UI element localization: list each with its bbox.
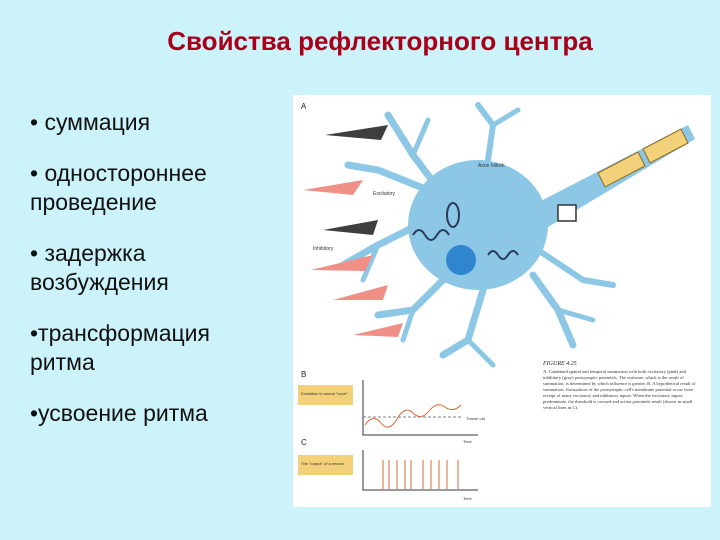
soma: [408, 160, 548, 290]
label-inhibitory: Inhibitory: [313, 246, 334, 252]
inhibitory-terminals: [323, 125, 388, 235]
panel-label-c: C: [301, 438, 307, 447]
myelin-sheath: [597, 128, 689, 188]
neuron-illustration: A B C Excitatory Inhibitory Axon hillock…: [298, 102, 696, 501]
bullet-list: • суммация • одностороннее проведение • …: [30, 108, 280, 450]
panel-label-b: B: [301, 370, 306, 379]
recording-meter-icon: [557, 204, 577, 222]
bullet-one-way-conduction: • одностороннее проведение: [30, 160, 207, 215]
graph-b-axes: [362, 380, 478, 436]
bullet-excitation-delay: • задержка возбуждения: [30, 240, 169, 295]
membrane-potential-trace: [364, 404, 462, 428]
box-c-label: The "output" of a neuron: [301, 461, 344, 466]
graph-c-axes: [362, 450, 478, 491]
excitatory-terminals: [303, 180, 403, 337]
caption-body: A. Combined spatial and temporal summati…: [543, 369, 696, 410]
bullet-rhythm-transformation: •трансформация ритма: [30, 320, 210, 375]
caption-text: A. Combined spatial and temporal summati…: [543, 369, 696, 410]
nucleus: [446, 245, 476, 275]
label-excitatory: Excitatory: [373, 191, 395, 197]
bullet-rhythm-assimilation: •усвоение ритма: [30, 400, 208, 426]
organelles: [412, 202, 519, 260]
action-potential-spikes: [382, 460, 459, 489]
neuron-figure: A B C Excitatory Inhibitory Axon hillock…: [293, 95, 711, 507]
box-b-label: Excitation in neural "court": [301, 391, 348, 396]
box-c: [298, 455, 353, 475]
bullet-summation: • суммация: [30, 109, 151, 135]
dendrites: [339, 102, 616, 368]
time-label-c: Time: [463, 496, 473, 501]
panel-label-a: A: [301, 102, 307, 111]
threshold-label: Thresh old: [466, 416, 485, 421]
slide-title: Свойства рефлекторного центра: [167, 26, 593, 56]
label-axon-hillock: Axon hillock: [478, 163, 505, 169]
caption-heading: FIGURE 4.25: [542, 360, 577, 367]
box-b: [298, 385, 353, 405]
time-label-b: Time: [463, 439, 473, 444]
